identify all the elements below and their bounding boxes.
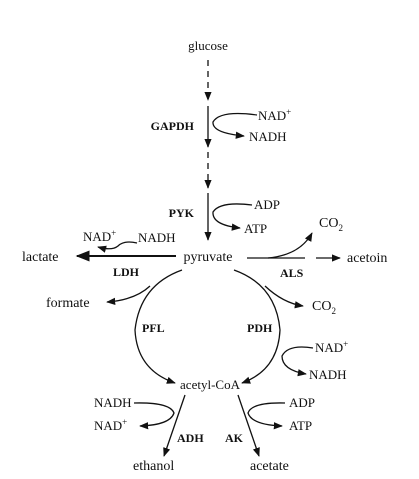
pdh-co2-arrow	[264, 285, 304, 309]
ethanol-label: ethanol	[133, 459, 174, 474]
enzyme-pfl: PFL	[142, 321, 165, 335]
arrow-pfl	[134, 269, 183, 384]
glucose-label: glucose	[188, 38, 228, 53]
ldh-cofactor-arrow	[97, 241, 138, 253]
arrow-pdh	[233, 269, 281, 384]
pdh-nad-plus: NAD+	[315, 339, 348, 355]
pyruvate-label: pyruvate	[184, 250, 233, 265]
enzyme-ak: AK	[225, 431, 244, 445]
adh-cofactor-arrow	[133, 402, 175, 430]
adh-nad-plus: NAD+	[94, 417, 127, 433]
enzyme-adh: ADH	[177, 431, 204, 445]
arrow-adh	[163, 394, 186, 457]
als-co2-arrow	[267, 232, 313, 259]
enzyme-pdh: PDH	[247, 321, 273, 335]
ldh-nad-plus: NAD+	[83, 228, 116, 244]
ak-cofactor-arrow	[247, 402, 286, 430]
acetyl-coa-label: acetyl-CoA	[180, 377, 241, 392]
acetoin-label: acetoin	[347, 251, 387, 266]
arrow-ak	[237, 394, 260, 457]
formate-label: formate	[46, 296, 90, 311]
ak-atp: ATP	[289, 418, 312, 433]
enzyme-als: ALS	[280, 266, 304, 280]
pfl-formate-arrow	[106, 285, 151, 306]
pyk-atp: ATP	[244, 221, 267, 236]
gapdh-cofactor-arrow	[212, 112, 258, 139]
pdh-co2: CO2	[312, 299, 336, 316]
enzyme-pyk: PYK	[169, 206, 195, 220]
enzyme-ldh: LDH	[113, 265, 140, 279]
adh-nadh: NADH	[94, 395, 132, 410]
ak-adp: ADP	[289, 395, 315, 410]
als-co2: CO2	[319, 216, 343, 233]
ldh-nadh: NADH	[138, 230, 176, 245]
lactate-label: lactate	[22, 250, 59, 265]
pyk-adp: ADP	[254, 197, 280, 212]
acetate-label: acetate	[250, 459, 289, 474]
pyk-cofactor-arrow	[212, 203, 253, 231]
enzyme-gapdh: GAPDH	[151, 119, 195, 133]
pdh-nadh: NADH	[309, 367, 347, 382]
gapdh-nad-plus: NAD+	[258, 107, 291, 123]
gapdh-nadh: NADH	[249, 129, 287, 144]
pdh-cofactor-arrow	[281, 346, 314, 377]
